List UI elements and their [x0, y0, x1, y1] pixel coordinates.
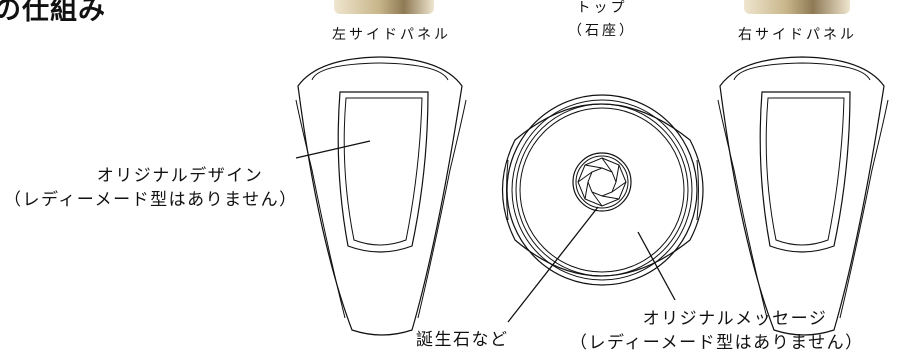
right-side-panel-drawing: [717, 56, 889, 336]
original-message-label-line2: （レディーメード型はありません）: [570, 333, 864, 353]
right-side-panel-label: 右サイドパネル: [738, 27, 857, 43]
left-side-panel-drawing: [295, 56, 467, 336]
original-design-label-line1: オリジナルデザイン: [96, 166, 264, 186]
page-title: の仕組み: [0, 0, 106, 26]
right-panel-photo: [744, 0, 850, 14]
birthstone-leader: [507, 206, 599, 323]
top-label-line2: （石座）: [568, 23, 636, 39]
top-stone-setting-drawing: [502, 94, 704, 286]
original-message-label-line1: オリジナルメッセージ: [642, 309, 828, 329]
birthstone-label: 誕生石など: [416, 330, 509, 350]
original-design-label-line2: （レディーメード型はありません）: [4, 190, 298, 210]
left-side-panel-label: 左サイドパネル: [332, 27, 451, 43]
top-label-line1: トップ: [576, 0, 628, 16]
left-panel-photo: [334, 0, 434, 14]
original-message-leader: [637, 231, 676, 301]
original-design-leader: [295, 140, 371, 159]
